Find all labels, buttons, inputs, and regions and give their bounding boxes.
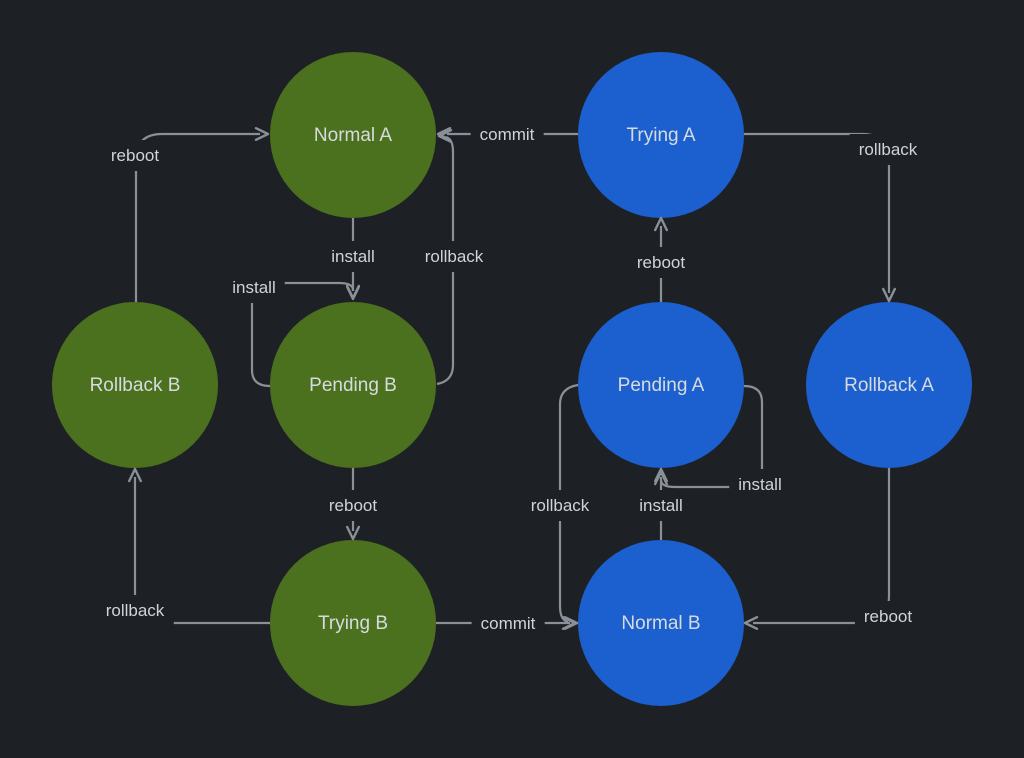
- state-node-rollback-a: Rollback A: [806, 302, 972, 468]
- edge-label-commit-1: commit: [480, 125, 535, 144]
- edge-label-commit-7: commit: [481, 614, 536, 633]
- rollback-b-label: Rollback B: [90, 375, 181, 396]
- state-node-trying-a: Trying A: [578, 52, 744, 218]
- arrowhead-icon: [346, 284, 360, 300]
- state-node-trying-b: Trying B: [270, 540, 436, 706]
- arrowhead-icon: [654, 216, 668, 232]
- trying-a-label: Trying A: [627, 125, 696, 146]
- arrowhead-icon: [654, 467, 668, 483]
- edge-label-reboot-13: reboot: [864, 607, 912, 626]
- edge-label-background: [223, 272, 285, 303]
- state-node-normal-b: Normal B: [578, 540, 744, 706]
- edge-label-background: [849, 134, 927, 165]
- arrowhead-icon: [127, 467, 143, 483]
- rollback-b-circle: [52, 302, 218, 468]
- edge-label-install-10: install: [738, 475, 781, 494]
- edge-label-reboot-5: reboot: [329, 496, 377, 515]
- edge-label-background: [471, 608, 545, 639]
- edge-label-background: [854, 601, 922, 632]
- edges-layer: [127, 126, 896, 630]
- state-node-normal-a: Normal A: [270, 52, 436, 218]
- trying-b-circle: [270, 540, 436, 706]
- edge-label-rollback-12: rollback: [859, 140, 918, 159]
- pending-b-circle: [270, 302, 436, 468]
- state-node-pending-a: Pending A: [578, 302, 744, 468]
- edge-label-background: [322, 241, 384, 272]
- nodes-layer: Normal A Trying A Rollback B Pending B Pendi…: [52, 52, 972, 706]
- edge-label-reboot-11: reboot: [637, 253, 685, 272]
- pending-a-circle: [578, 302, 744, 468]
- edge-label-reboot-0: reboot: [111, 146, 159, 165]
- edge-label-rollback-6: rollback: [106, 601, 165, 620]
- edge-label-install-9: install: [639, 496, 682, 515]
- edge-label-background: [101, 140, 169, 171]
- edge-label-background: [415, 241, 493, 272]
- arrowhead-icon: [346, 525, 360, 541]
- arrowhead-icon: [743, 616, 759, 630]
- normal-b-label: Normal B: [621, 613, 700, 634]
- arrowhead-icon: [654, 470, 668, 486]
- edge-label-rollback-2: rollback: [425, 247, 484, 266]
- edge-label-background: [319, 490, 387, 521]
- edge-label-background: [729, 469, 791, 500]
- edge-label-background: [96, 595, 174, 626]
- edge-label-background: [521, 490, 599, 521]
- normal-a-label: Normal A: [314, 125, 392, 146]
- arrowhead-icon: [561, 616, 577, 630]
- pending-b-label: Pending B: [309, 375, 397, 396]
- normal-b-circle: [578, 540, 744, 706]
- edge-label-background: [630, 490, 692, 521]
- arrowhead-icon: [437, 128, 453, 144]
- normal-a-circle: [270, 52, 436, 218]
- edge-label-rollback-8: rollback: [531, 496, 590, 515]
- pending-a-label: Pending A: [618, 375, 705, 396]
- edge-label-install-3: install: [331, 247, 374, 266]
- edge-labels-layer: reboot commit rollback install install reboot…: [96, 119, 927, 639]
- trying-b-label: Trying B: [318, 613, 388, 634]
- arrowhead-icon: [882, 287, 896, 303]
- state-node-pending-b: Pending B: [270, 302, 436, 468]
- rollback-a-circle: [806, 302, 972, 468]
- trying-a-circle: [578, 52, 744, 218]
- edge-label-install-4: install: [232, 278, 275, 297]
- rollback-a-label: Rollback A: [844, 375, 934, 396]
- edge-label-background: [470, 119, 544, 150]
- edge-label-background: [627, 247, 695, 278]
- state-node-rollback-b: Rollback B: [52, 302, 218, 468]
- arrowhead-icon: [254, 126, 270, 142]
